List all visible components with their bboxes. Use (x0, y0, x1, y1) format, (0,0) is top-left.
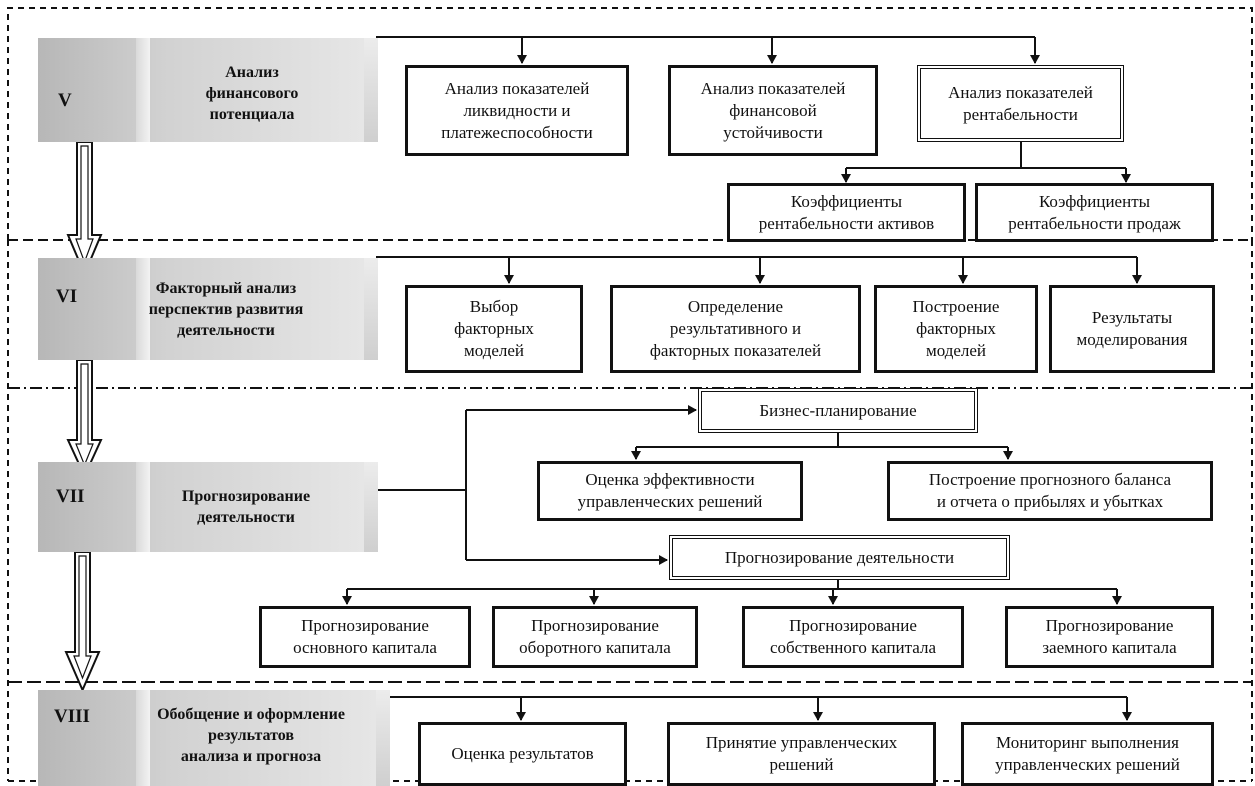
down-arrow-VII-VIII (64, 551, 101, 693)
box-management-decisions: Принятие управленческих решений (667, 722, 936, 786)
box-profitability-analysis: Анализ показателей рентабельности (917, 65, 1124, 142)
stage-VIII: VIII Обобщение и оформление результатов … (38, 690, 390, 786)
stage-VII: VII Прогнозирование деятельности (38, 462, 378, 552)
box-roa-coefficients: Коэффициенты рентабельности активов (727, 183, 966, 242)
stage-V: V Анализ финансового потенциала (38, 38, 378, 142)
stage-numeral: V (58, 90, 72, 111)
stage-title: Прогнозирование деятельности (181, 488, 311, 526)
down-arrow-V-VI (66, 141, 103, 277)
box-borrowed-capital-forecast: Прогнозирование заемного капитала (1005, 606, 1214, 668)
box-decision-evaluation: Оценка эффективности управленческих реше… (537, 461, 803, 521)
box-forecast-balance: Построение прогнозного баланса и отчета … (887, 461, 1213, 521)
box-equity-forecast: Прогнозирование собственного капитала (742, 606, 964, 668)
section-border-V (7, 7, 1253, 240)
stage-title: Обобщение и оформление результатов анали… (157, 706, 345, 765)
box-decisions-monitoring: Мониторинг выполнения управленческих реш… (961, 722, 1214, 786)
stage-VI: VI Факторный анализ перспектив развития … (38, 258, 378, 360)
box-results-evaluation: Оценка результатов (418, 722, 627, 786)
box-modeling-results: Результаты моделирования (1049, 285, 1215, 373)
box-factor-models-building: Построение факторных моделей (874, 285, 1038, 373)
box-forecasting: Прогнозирование деятельности (669, 535, 1010, 580)
box-factor-models-choice: Выбор факторных моделей (405, 285, 583, 373)
box-indicators-definition: Определение результативного и факторных … (610, 285, 861, 373)
box-business-planning: Бизнес-планирование (698, 388, 978, 433)
stage-title: Анализ финансового потенциала (205, 64, 299, 123)
box-ros-coefficients: Коэффициенты рентабельности продаж (975, 183, 1214, 242)
box-liquidity-analysis: Анализ показателей ликвидности и платеже… (405, 65, 629, 156)
stage-numeral: VI (56, 286, 78, 307)
stage-title: Факторный анализ перспектив развития дея… (148, 280, 304, 339)
down-arrow-VI-VII (66, 359, 103, 479)
stage-numeral: VII (56, 486, 85, 507)
stage-numeral: VIII (54, 706, 90, 727)
box-stability-analysis: Анализ показателей финансовой устойчивос… (668, 65, 878, 156)
box-fixed-capital-forecast: Прогнозирование основного капитала (259, 606, 471, 668)
box-working-capital-forecast: Прогнозирование оборотного капитала (492, 606, 698, 668)
